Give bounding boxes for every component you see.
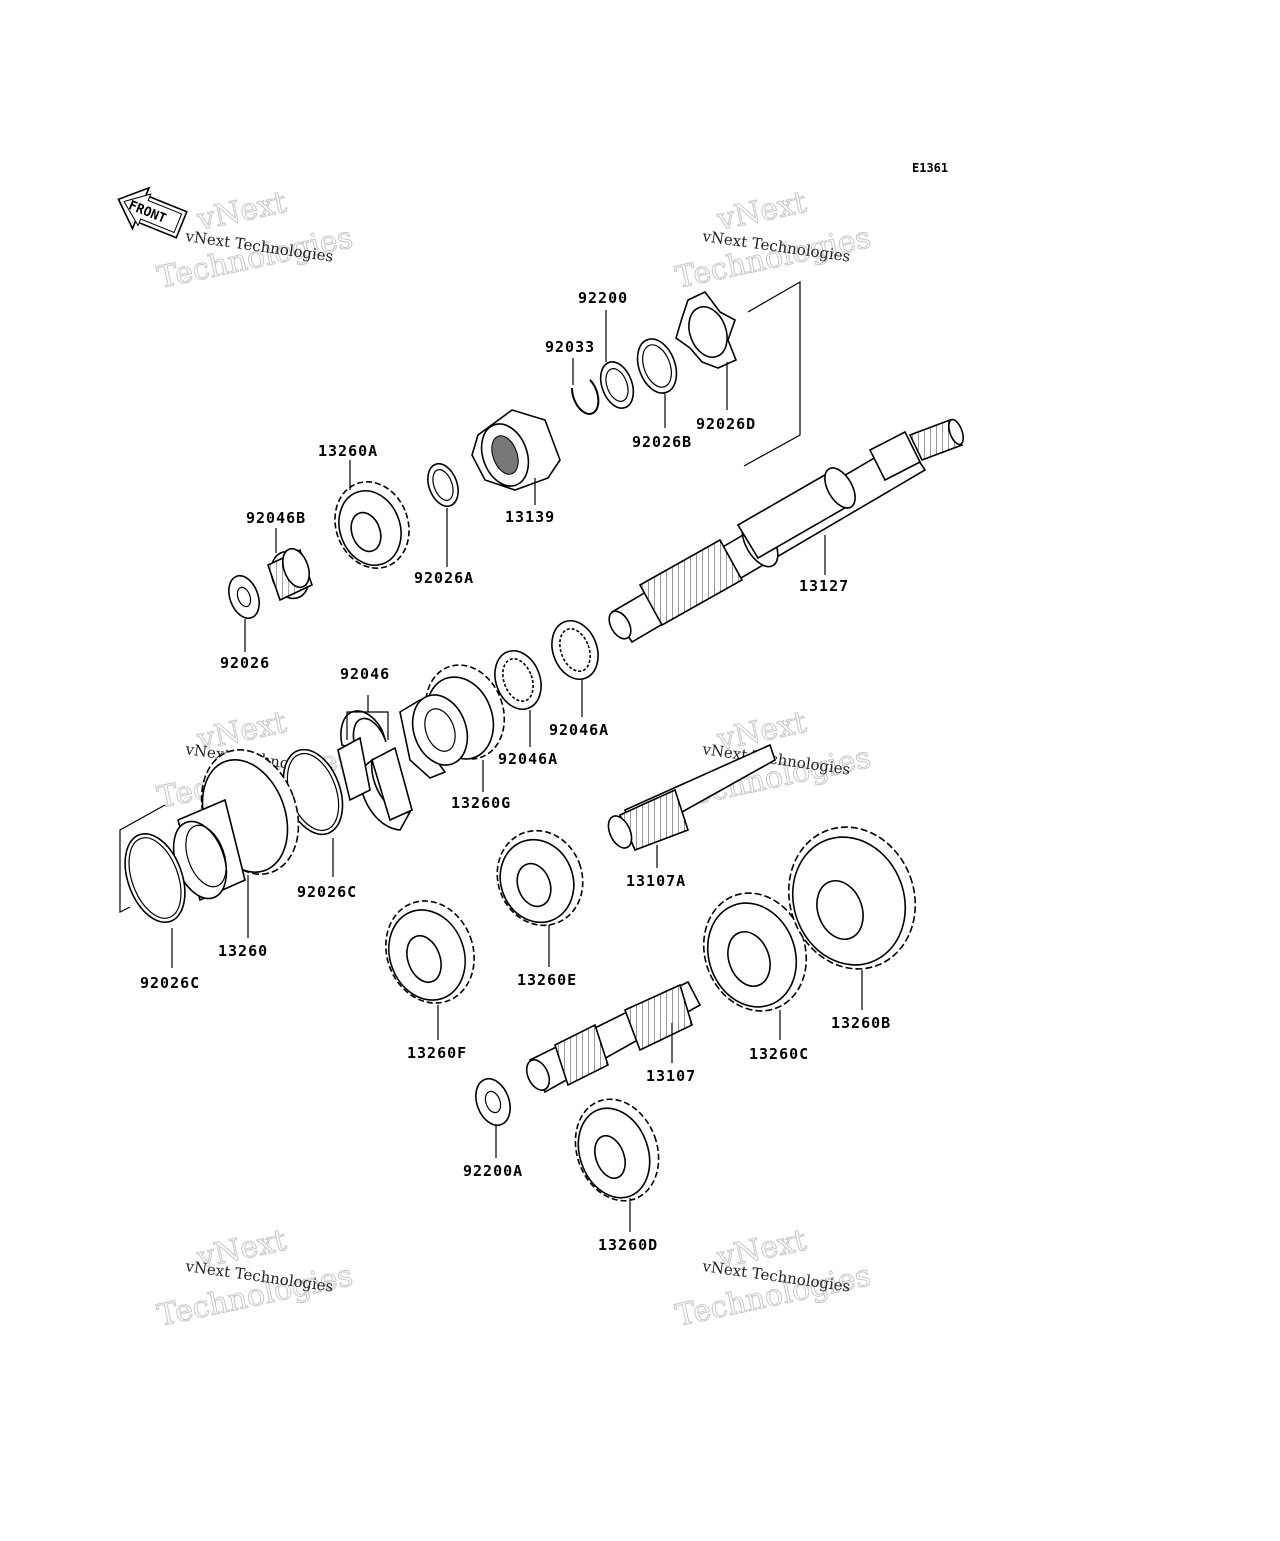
shaft-13107A[interactable] <box>604 743 776 852</box>
gear-13260E[interactable] <box>484 819 596 938</box>
label-92200: 92200 <box>578 289 628 307</box>
label-13260E: 13260E <box>517 971 577 989</box>
part-labels: 92200 92033 92026D 92026B 13260A 13139 9… <box>140 289 891 1254</box>
gear-13260G[interactable] <box>399 654 517 779</box>
label-13260: 13260 <box>218 942 268 960</box>
label-13107A: 13107A <box>626 872 686 890</box>
ring-92026C-lower[interactable] <box>114 826 196 931</box>
diagram-ref-code: E1361 <box>912 161 948 175</box>
leader-lines <box>119 280 863 1232</box>
ring-92026B[interactable] <box>631 334 684 399</box>
bearing-92046A-lower[interactable] <box>487 644 549 715</box>
shaft-13127[interactable] <box>605 418 966 644</box>
label-92046A-upper: 92046A <box>549 721 609 739</box>
label-13260F: 13260F <box>407 1044 467 1062</box>
washer-92026[interactable] <box>223 572 264 623</box>
watermark: vNext Technologies vNext Technologies <box>154 184 356 296</box>
front-arrow-icon: FRONT <box>117 186 188 239</box>
label-92026: 92026 <box>220 654 270 672</box>
bearing-92046[interactable] <box>337 710 413 831</box>
label-92026D: 92026D <box>696 415 756 433</box>
label-92026A: 92026A <box>414 569 474 587</box>
washer-92200A[interactable] <box>470 1074 516 1130</box>
watermark: vNext Technologies vNext Technologies <box>672 184 874 296</box>
label-92026C-upper: 92026C <box>297 883 357 901</box>
ring-92026A[interactable] <box>422 460 463 511</box>
gear-13260A[interactable] <box>323 471 421 578</box>
watermark: vNext Technologies vNext Technologies <box>154 1222 356 1334</box>
label-92026B: 92026B <box>632 433 692 451</box>
bearing-92046B[interactable] <box>265 545 315 604</box>
label-13260G: 13260G <box>451 794 511 812</box>
gear-13260[interactable] <box>164 736 315 906</box>
gear-13260D[interactable] <box>562 1087 673 1212</box>
label-13260C: 13260C <box>749 1045 809 1063</box>
gear-13260F[interactable] <box>372 888 488 1015</box>
label-92200A: 92200A <box>463 1162 523 1180</box>
label-13260B: 13260B <box>831 1014 891 1032</box>
label-13260A: 13260A <box>318 442 378 460</box>
gear-13260B[interactable] <box>769 809 935 987</box>
circlip-92033[interactable] <box>570 379 600 415</box>
label-92046B: 92046B <box>246 509 306 527</box>
plate-92026D[interactable] <box>675 290 738 369</box>
label-13127: 13127 <box>799 577 849 595</box>
hub-13139[interactable] <box>471 409 561 493</box>
bearing-92046A-upper[interactable] <box>544 614 606 685</box>
shaft-13107[interactable] <box>522 980 702 1094</box>
label-13139: 13139 <box>505 508 555 526</box>
label-92046A-lower: 92046A <box>498 750 558 768</box>
label-92033: 92033 <box>545 338 595 356</box>
label-92046: 92046 <box>340 665 390 683</box>
watermark: vNext Technologies vNext Technologies <box>672 1222 874 1334</box>
gear-13260C[interactable] <box>687 879 822 1026</box>
washer-92200[interactable] <box>595 357 640 412</box>
label-13107: 13107 <box>646 1067 696 1085</box>
label-92026C-lower: 92026C <box>140 974 200 992</box>
label-13260D: 13260D <box>598 1236 658 1254</box>
